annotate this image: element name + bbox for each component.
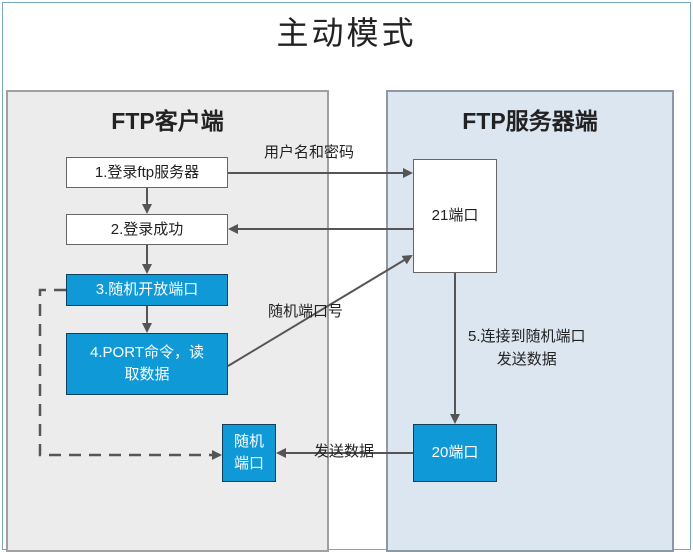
label-user-password: 用户名和密码 xyxy=(264,144,355,161)
label-connect-send: 5.连接到随机端口 发送数据 xyxy=(468,326,586,371)
server-panel-title: FTP服务器端 xyxy=(462,108,598,134)
step-port-command-box: 4.PORT命令，读 取数据 xyxy=(66,333,228,395)
step-port-command-line2: 取数据 xyxy=(124,366,170,383)
random-port-box: 随机 端口 xyxy=(222,424,276,482)
step-login-box: 1.登录ftp服务器 xyxy=(66,157,228,188)
dashed-open-port-link xyxy=(38,288,222,460)
label-connect-line2: 发送数据 xyxy=(496,350,557,368)
step-open-port-box: 3.随机开放端口 xyxy=(66,274,228,306)
diagram-title: 主动模式 xyxy=(276,15,417,51)
label-random-port-number: 随机端口号 xyxy=(268,303,344,320)
random-port-line1: 随机 xyxy=(233,433,264,451)
step-login-success-box: 2.登录成功 xyxy=(66,214,228,245)
client-panel-title: FTP客户端 xyxy=(111,108,224,134)
random-port-line2: 端口 xyxy=(233,455,264,472)
step-port-command-line1: 4.PORT命令，读 xyxy=(90,344,204,362)
port-21-box: 21端口 xyxy=(413,159,497,273)
arrow-port-command-to-21 xyxy=(227,254,413,367)
port-20-box: 20端口 xyxy=(413,424,497,482)
label-connect-line1: 5.连接到随机端口 xyxy=(468,328,586,345)
label-send-data: 发送数据 xyxy=(314,443,375,460)
